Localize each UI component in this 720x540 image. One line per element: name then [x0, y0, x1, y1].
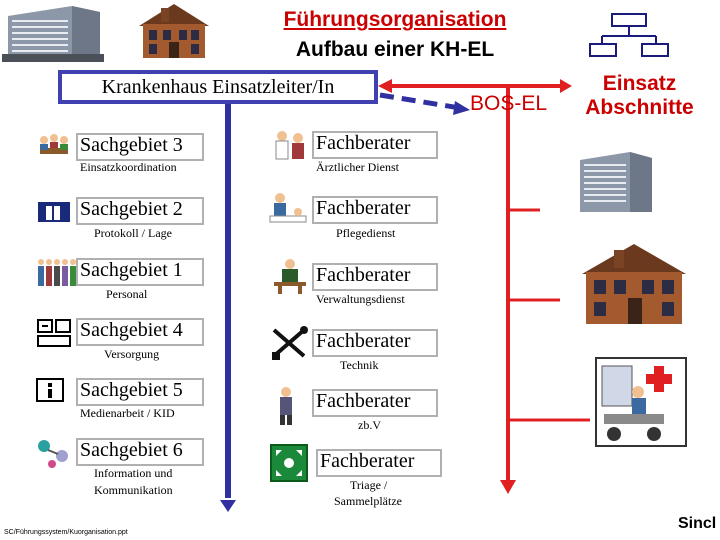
fachberater-2-box — [312, 196, 438, 224]
hospital-building-icon — [2, 6, 104, 62]
fachberater-5-subtitle: zb.V — [358, 418, 381, 432]
fachberater-3-group — [270, 256, 310, 301]
sachgebiet-6-subtitle-1: Information und — [94, 466, 173, 480]
sachgebiet-2-subtitle: Protokoll / Lage — [94, 226, 172, 240]
sachgebiet-6-box — [76, 438, 204, 466]
supply-icon — [37, 319, 71, 347]
fachberater-1-title: Fachberater — [316, 132, 411, 154]
dashed-arrow-head — [453, 101, 470, 115]
sachgebiet-2-title: Sachgebiet 2 — [80, 198, 183, 220]
sachgebiet-1-title: Sachgebiet 1 — [80, 259, 183, 281]
red-arrow-right-head — [560, 79, 572, 93]
sachgebiet-6-subtitle-2: Kommunikation — [94, 483, 173, 497]
sachgebiet-6-title: Sachgebiet 6 — [80, 439, 183, 461]
footer-file-path: SC/Führungssystem/Kuorganisation.ppt — [4, 529, 128, 536]
sachgebiet-2-box — [76, 197, 204, 225]
fachberater-6-title: Fachberater — [320, 450, 415, 472]
nurse-icon — [269, 193, 307, 223]
fachberater-2-title: Fachberater — [316, 197, 411, 219]
staff-group-icon — [38, 259, 76, 286]
einsatz-line-1: Einsatz — [602, 72, 677, 95]
sachgebiet-6-group — [34, 436, 74, 475]
sachgebiet-5-box — [76, 378, 204, 406]
sachgebiet-3-subtitle: Einsatzkoordination — [80, 160, 177, 174]
sachgebiet-4-title: Sachgebiet 4 — [80, 319, 183, 341]
page-title: Führungsorganisation — [283, 8, 507, 31]
sachgebiet-3-group — [36, 130, 72, 167]
fachberater-3-subtitle: Verwaltungsdienst — [316, 292, 405, 306]
info-icon — [36, 378, 64, 402]
sachgebiet-1-box — [76, 258, 204, 286]
hospital-building-2-icon — [580, 152, 652, 212]
sachgebiet-3-box — [76, 133, 204, 161]
fachberater-6-subtitle-1: Triage / — [350, 478, 388, 492]
red-arrow-left-head — [378, 79, 392, 93]
sachgebiet-5-subtitle: Medienarbeit / KID — [80, 406, 175, 420]
sachgebiet-2-group — [36, 198, 72, 231]
house-icon — [139, 4, 209, 58]
sachgebiet-5-title: Sachgebiet 5 — [80, 379, 183, 401]
assembly-point-icon — [270, 444, 308, 482]
page-subtitle: Aufbau einer KH-EL — [295, 38, 495, 61]
communication-icon — [38, 440, 68, 468]
meeting-icon — [40, 134, 68, 154]
dashed-link-bos — [379, 92, 461, 111]
fachberater-2-subtitle: Pflegedienst — [336, 226, 396, 240]
fachberater-2-group — [266, 190, 310, 231]
sachgebiet-1-subtitle: Personal — [106, 287, 148, 301]
fachberater-6-subtitle-2: Sammelplätze — [334, 494, 402, 508]
fachberater-4-box — [312, 329, 438, 357]
sachgebiet-3-title: Sachgebiet 3 — [80, 134, 183, 156]
blue-arrow-head — [220, 500, 236, 512]
einsatz-abschnitte-label: Einsatz Abschnitte — [572, 72, 707, 120]
fachberater-5-box — [312, 389, 438, 417]
sachgebiet-5-group — [36, 378, 64, 407]
fachberater-4-subtitle: Technik — [340, 358, 379, 372]
documents-icon — [38, 202, 70, 222]
fachberater-4-group — [270, 326, 310, 367]
fachberater-1-box — [312, 131, 438, 159]
org-chart-icon — [589, 13, 669, 57]
sachgebiet-4-box — [76, 318, 204, 346]
house-2-icon — [582, 244, 686, 324]
sachgebiet-4-subtitle: Versorgung — [104, 347, 160, 361]
person-icon — [280, 387, 292, 425]
fachberater-6-group — [270, 444, 308, 487]
einsatz-line-2: Abschnitte — [585, 96, 694, 119]
fachberater-5-group — [274, 386, 298, 431]
red-arrow-bottom-head — [500, 480, 516, 494]
leader-box: Krankenhaus Einsatzleiter/In — [58, 70, 378, 104]
fachberater-1-group — [270, 128, 310, 169]
ambulance-scene-icon — [595, 357, 687, 447]
footer-author: Sincl — [678, 515, 717, 532]
bos-el-label: BOS-EL — [470, 92, 548, 115]
office-worker-icon — [274, 259, 306, 294]
fachberater-4-title: Fachberater — [316, 330, 411, 352]
fachberater-1-subtitle: Ärztlicher Dienst — [316, 160, 399, 174]
sachgebiet-1-group — [36, 256, 80, 295]
fachberater-6-box — [316, 449, 442, 477]
sachgebiet-4-group — [36, 318, 72, 355]
fachberater-3-box — [312, 263, 438, 291]
tools-icon — [272, 326, 308, 360]
fachberater-3-title: Fachberater — [316, 264, 411, 286]
doctor-icon — [275, 131, 304, 160]
fachberater-5-title: Fachberater — [316, 390, 411, 412]
